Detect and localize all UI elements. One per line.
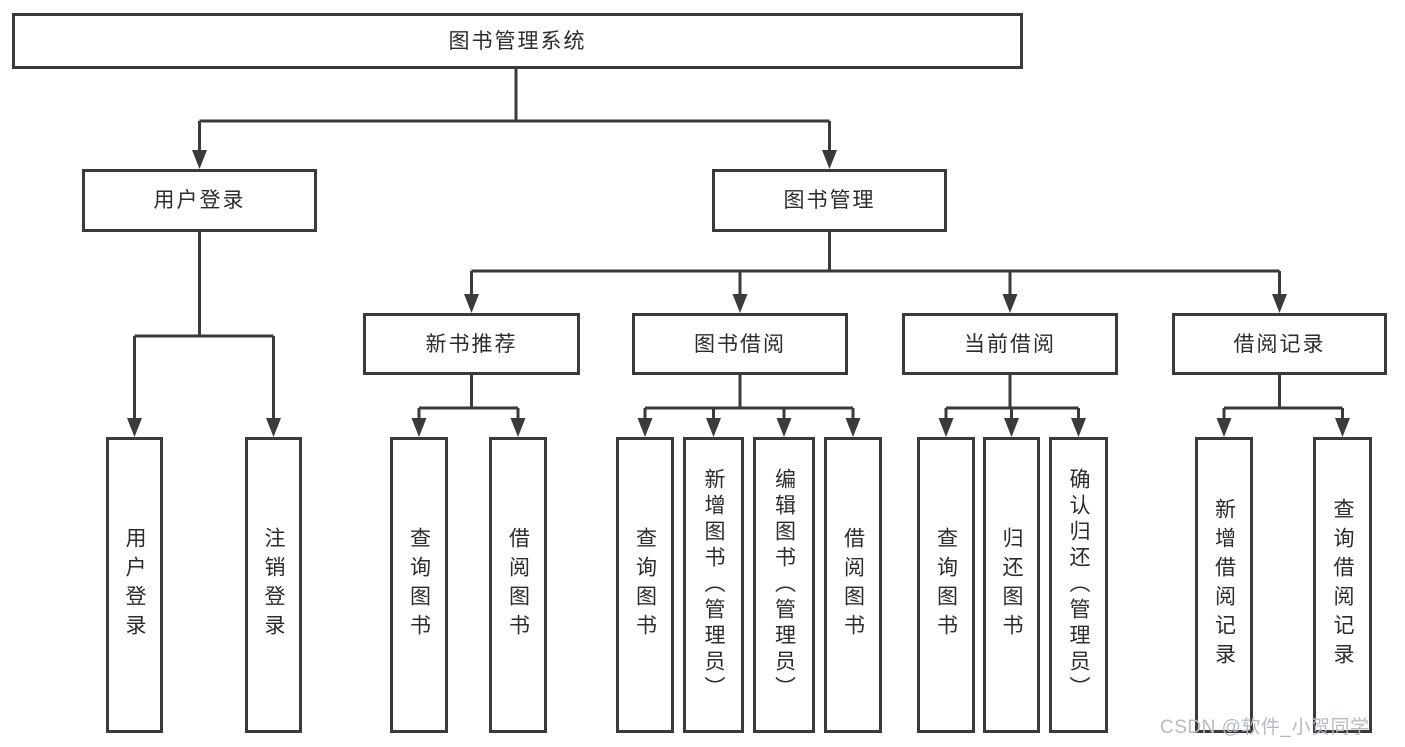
leaf-query-books-recommend: 查询图书: [390, 437, 448, 733]
leaf-query-borrow-record: 查询借阅记录: [1313, 437, 1372, 733]
leaf-add-borrow-record: 新增借阅记录: [1195, 437, 1253, 733]
arrow-down-icon: [266, 418, 281, 437]
node-user-login-branch-label: 用户登录: [153, 189, 246, 212]
arrowheads: [127, 150, 1350, 437]
arrow-down-icon: [822, 150, 837, 169]
leaf-add-borrow-record-label: 新增借阅记录: [1212, 498, 1236, 672]
leaf-borrow-books-borrow: 借阅图书: [824, 437, 882, 733]
leaf-query-books-current: 查询图书: [917, 437, 975, 733]
leaf-user-login-label: 用户登录: [123, 527, 146, 643]
leaf-edit-book-admin: 编辑图书（管理员）: [753, 437, 815, 733]
node-book-borrow: 图书借阅: [632, 313, 848, 375]
leaf-borrow-books-recommend: 借阅图书: [489, 437, 547, 733]
node-library-management-system: 图书管理系统: [12, 13, 1023, 69]
arrow-down-icon: [510, 418, 526, 437]
arrow-down-icon: [637, 418, 653, 437]
arrow-down-icon: [1335, 418, 1350, 437]
arrow-down-icon: [1272, 294, 1287, 313]
connector-book-management-split: [470, 232, 1281, 297]
arrow-down-icon: [776, 418, 792, 437]
arrow-down-icon: [732, 294, 748, 313]
node-book-management-branch: 图书管理: [712, 169, 947, 232]
arrow-down-icon: [845, 418, 861, 437]
node-current-borrow: 当前借阅: [902, 313, 1118, 375]
leaf-edit-book-admin-label: 编辑图书（管理员）: [772, 468, 796, 702]
leaf-confirm-return-admin-label: 确认归还（管理员）: [1067, 468, 1090, 702]
leaf-user-login: 用户登录: [106, 437, 163, 733]
node-user-login-branch: 用户登录: [82, 169, 317, 232]
leaf-add-book-admin-label: 新增图书（管理员）: [702, 468, 725, 702]
arrow-down-icon: [706, 418, 721, 437]
leaf-confirm-return-admin: 确认归还（管理员）: [1049, 437, 1108, 733]
leaf-query-books-current-label: 查询图书: [934, 527, 958, 643]
leaf-borrow-books-recommend-label: 借阅图书: [506, 527, 530, 643]
connector-book-borrow-split: [643, 375, 855, 424]
connector-current-borrow-split: [944, 375, 1080, 424]
arrow-down-icon: [1004, 418, 1019, 437]
connector-new-book-split: [417, 375, 520, 424]
arrow-down-icon: [1071, 418, 1086, 437]
node-borrow-records: 借阅记录: [1172, 313, 1387, 375]
connector-user-login-split: [133, 232, 275, 424]
leaf-borrow-books-borrow-label: 借阅图书: [841, 527, 865, 643]
leaf-query-books-borrow: 查询图书: [616, 437, 674, 733]
node-current-borrow-label: 当前借阅: [964, 332, 1056, 356]
arrow-down-icon: [1002, 294, 1018, 313]
arrow-down-icon: [464, 294, 479, 313]
arrow-down-icon: [1216, 418, 1232, 437]
leaf-query-books-borrow-label: 查询图书: [633, 527, 657, 643]
leaf-return-book: 归还图书: [983, 437, 1040, 733]
leaf-query-books-recommend-label: 查询图书: [407, 527, 431, 643]
node-borrow-records-label: 借阅记录: [1233, 332, 1326, 356]
node-library-management-system-label: 图书管理系统: [448, 29, 587, 53]
node-new-book-recommend: 新书推荐: [363, 313, 580, 375]
leaf-logout-label: 注销登录: [262, 527, 285, 643]
csdn-watermark: CSDN @软件_小贺同学: [1160, 717, 1370, 738]
leaf-query-borrow-record-label: 查询借阅记录: [1331, 498, 1354, 672]
node-book-management-branch-label: 图书管理: [783, 189, 876, 212]
arrow-down-icon: [127, 418, 142, 437]
arrow-down-icon: [411, 418, 427, 437]
connector-borrow-record-split: [1222, 375, 1344, 424]
node-new-book-recommend-label: 新书推荐: [425, 332, 518, 356]
leaf-return-book-label: 归还图书: [1000, 527, 1023, 643]
node-book-borrow-label: 图书借阅: [694, 332, 786, 356]
leaf-add-book-admin: 新增图书（管理员）: [683, 437, 744, 733]
arrow-down-icon: [192, 150, 207, 169]
connector-root-split: [198, 69, 831, 153]
arrow-down-icon: [938, 418, 954, 437]
leaf-logout: 注销登录: [245, 437, 302, 733]
